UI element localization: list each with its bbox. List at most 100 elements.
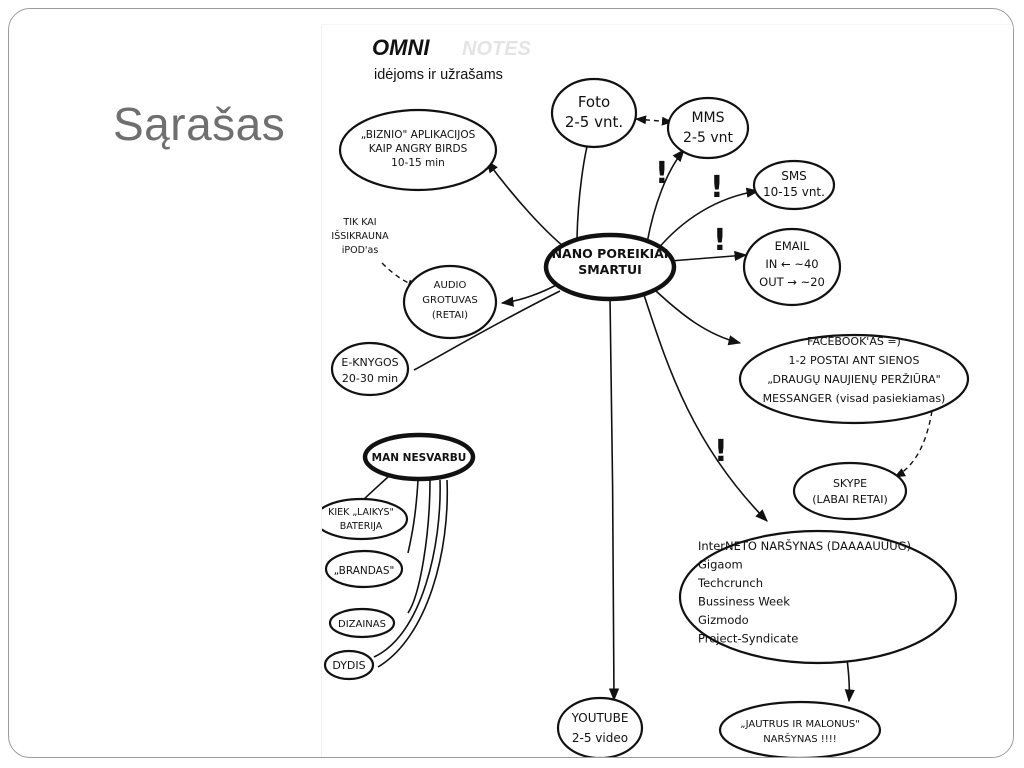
mms-label-line: MMS: [691, 110, 724, 126]
facebook-oval: [738, 333, 970, 425]
secondary-item-label-1-line: BATERIJA: [340, 521, 383, 532]
skype-label: SKYPE (LABAI RETAI): [812, 477, 888, 506]
mindmap-diagram: OMNI NOTES idėjoms ir užrašams: [322, 35, 970, 757]
exclamation-marks: ! ! ! !: [655, 156, 728, 469]
browser-label-line: Gigaom: [698, 558, 743, 572]
email-label-line: EMAIL: [775, 239, 810, 253]
secondary-center-label: MAN NESVARBU: [372, 452, 467, 464]
connector-mms: [646, 149, 685, 244]
youtube-label-line: 2-5 video: [572, 731, 628, 745]
secondary-center-oval: [362, 432, 476, 482]
facebook-label: FACEBOOK'AS =) 1-2 POSTAI ANT SIENOS „DRAU…: [763, 335, 946, 405]
ebooks-label-line: 20-30 min: [342, 372, 398, 385]
skype-label-line: SKYPE: [833, 477, 867, 490]
exclamation-icon: !: [714, 434, 728, 469]
facebook-label-line: 1-2 POSTAI ANT SIENOS: [789, 354, 920, 367]
slide: Sąrašas OMNI NOTES idėjoms ir užrašams: [8, 8, 1014, 758]
center-label-line: SMARTUI: [578, 262, 642, 277]
connector-audio: [500, 282, 561, 307]
center-oval: [543, 232, 677, 302]
foto-oval: [550, 77, 638, 149]
facebook-label-line: FACEBOOK'AS =): [807, 335, 901, 348]
email-oval: [742, 227, 842, 307]
exclamation-icon: !: [710, 170, 724, 205]
secondary-item-label-1: KIEK „LAIKYS" BATERIJA: [328, 507, 394, 532]
secondary-item-label-4: DYDIS: [332, 659, 365, 672]
business-apps-oval: [338, 108, 498, 192]
secondary-item-oval-1: [322, 497, 409, 541]
facebook-label-line: MESSANGER (visad pasiekiamas): [763, 392, 946, 405]
brand-name: OMNI: [372, 35, 430, 60]
connector-youtube: [608, 296, 620, 702]
email-label-line: OUT → ~20: [759, 275, 825, 289]
connector-secondary-size: [373, 479, 441, 658]
connector-browser-note: [844, 658, 855, 703]
browser-label-line: Bussiness Week: [698, 595, 790, 609]
browser-note-label-line: NARŠYNAS !!!!: [763, 732, 837, 745]
browser-oval: [678, 529, 958, 665]
mindmap-scan: OMNI NOTES idėjoms ir užrašams: [321, 24, 1013, 757]
facebook-label-line: „DRAUGŲ NAUJIENŲ PERŽIŪRA": [767, 373, 940, 386]
connector-foto-mms: [634, 115, 674, 126]
secondary-item-label-2: „BRANDAS": [334, 565, 395, 577]
browser-label-line: Techcrunch: [697, 576, 763, 590]
ebooks-label: E-KNYGOS 20-30 min: [341, 356, 398, 385]
foto-label-line: Foto: [578, 93, 610, 111]
connector-secondary-brand: [407, 479, 419, 554]
brand-name-faded: NOTES: [462, 38, 532, 60]
secondary-item-oval-2: [324, 549, 404, 589]
email-label-line: IN ← ~40: [765, 257, 818, 271]
secondary-item-label-1-line: KIEK „LAIKYS": [328, 507, 394, 518]
browser-label-line: Gizmodo: [698, 613, 749, 627]
connector-browser: [643, 294, 768, 522]
connector-ebooks: [413, 290, 561, 371]
secondary-item-oval-3: [328, 607, 396, 639]
secondary-item-oval-4: [323, 649, 375, 681]
audio-label-line: AUDIO: [434, 280, 467, 291]
sms-label: SMS 10-15 vnt.: [763, 169, 825, 199]
connector-facebook-skype: [894, 410, 933, 478]
business-apps-label-line: 10-15 min: [391, 157, 445, 169]
skype-oval: [792, 461, 908, 521]
connector-sms: [656, 187, 760, 251]
business-apps-label-line: KAIP ANGRY BIRDS: [369, 143, 468, 155]
skype-label-line: (LABAI RETAI): [812, 493, 888, 506]
browser-label-line: InterNETO NARŠYNAS (DAAAAUUUG): [698, 538, 911, 553]
ipod-note-label-line: TIK KAI: [342, 217, 376, 228]
mms-oval: [666, 96, 750, 160]
secondary-item-label-4-line: DYDIS: [332, 659, 365, 672]
youtube-oval: [556, 696, 644, 757]
youtube-label-line: YOUTUBE: [571, 711, 629, 725]
slide-title: Sąrašas: [113, 98, 286, 150]
connector-email: [669, 250, 748, 262]
connector-foto: [576, 133, 592, 239]
sms-label-line: 10-15 vnt.: [763, 185, 825, 199]
ipod-note-label: TIK KAI IŠSIKRAUNA iPOD'as: [331, 217, 389, 256]
connector-secondary-design: [407, 479, 431, 614]
sms-oval: [752, 159, 836, 211]
secondary-item-label-3-line: DIZAINAS: [338, 619, 386, 630]
connector-facebook: [655, 290, 742, 346]
browser-note-label-line: „JAUTRUS IR MALONUS": [740, 719, 860, 730]
ipod-note-label-line: iPOD'as: [342, 245, 379, 256]
ebooks-label-line: E-KNYGOS: [341, 356, 398, 369]
foto-label-line: 2-5 vnt.: [565, 113, 623, 131]
exclamation-icon: !: [655, 156, 669, 191]
audio-label-line: (RETAI): [432, 310, 468, 321]
connector-secondary-size-2: [377, 479, 449, 668]
node-shapes: [322, 77, 970, 757]
ipod-note-label-line: IŠSIKRAUNA: [331, 230, 389, 242]
browser-note-oval: [718, 700, 882, 757]
ebooks-oval: [330, 341, 410, 397]
foto-label: Foto 2-5 vnt.: [565, 93, 623, 131]
audio-label-line: GROTUVAS: [422, 295, 477, 306]
mms-label: MMS 2-5 vnt: [683, 110, 733, 146]
browser-note-label: „JAUTRUS IR MALONUS" NARŠYNAS !!!!: [740, 719, 860, 745]
sms-label-line: SMS: [781, 169, 807, 183]
mms-label-line: 2-5 vnt: [683, 130, 733, 146]
